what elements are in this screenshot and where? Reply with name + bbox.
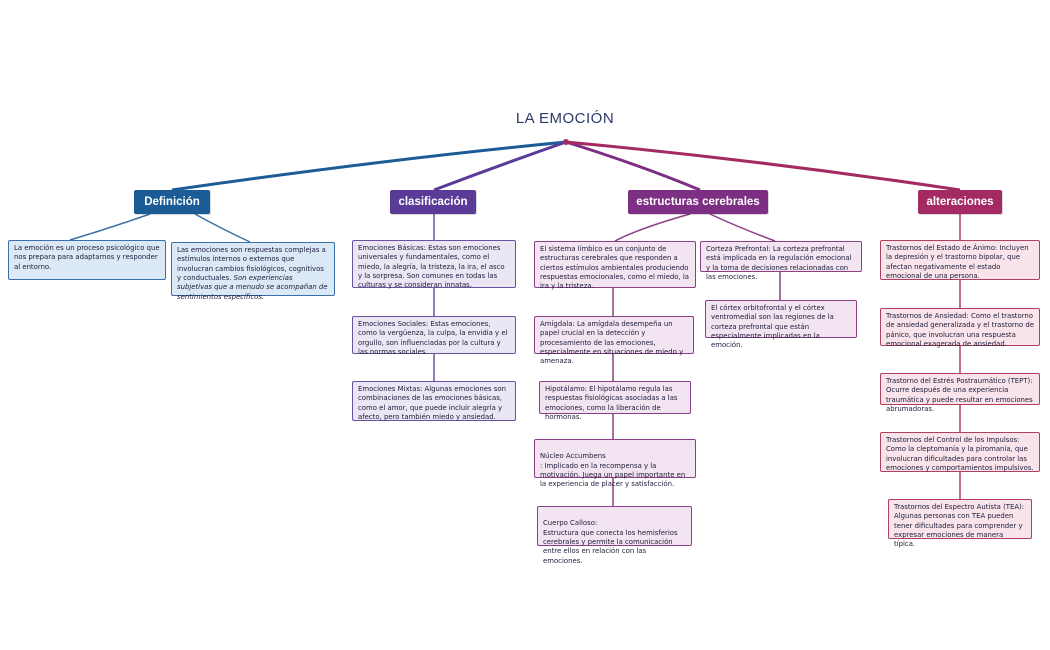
estructuras-box-hipotalamo[interactable]: Hipotálamo: El hipotálamo regula las res…: [539, 381, 691, 421]
header-estructuras-cerebrales[interactable]: estructuras cerebrales: [628, 190, 768, 214]
map-title: LA EMOCIÓN: [515, 110, 615, 127]
alteraciones-text-4: Trastornos del Control de los Impulsos: …: [886, 436, 1034, 472]
definicion-text-1: La emoción es un proceso psicológico que…: [14, 244, 160, 271]
clasificacion-box-2[interactable]: Emociones Sociales: Estas emociones, com…: [352, 316, 516, 356]
alteraciones-box-tept[interactable]: Trastorno del Estrés Postraumático (TEPT…: [880, 373, 1040, 413]
clasificacion-box-3[interactable]: Emociones Mixtas: Algunas emociones son …: [352, 381, 516, 421]
header-clasificacion[interactable]: clasificación: [390, 190, 476, 214]
alteraciones-text-1: Trastornos del Estado de Ánimo: Incluyen…: [886, 244, 1029, 280]
alteraciones-box-control-impulsos[interactable]: Trastornos del Control de los Impulsos: …: [880, 432, 1040, 472]
alteraciones-box-ansiedad[interactable]: Trastornos de Ansiedad: Como el trastorn…: [880, 308, 1040, 348]
definicion-text-2-italic: Son experiencias subjetivas que a menudo…: [177, 273, 328, 301]
alteraciones-text-2: Trastornos de Ansiedad: Como el trastorn…: [886, 312, 1035, 348]
estructuras-box-corteza-prefrontal[interactable]: Corteza Prefrontal: La corteza prefronta…: [700, 241, 862, 281]
estructuras-text-1: El sistema límbico es un conjunto de est…: [540, 245, 690, 291]
definicion-box-2[interactable]: Las emociones son respuestas complejas a…: [171, 242, 335, 301]
clasificacion-box-1[interactable]: Emociones Básicas: Estas son emociones u…: [352, 240, 516, 290]
clasificacion-text-1: Emociones Básicas: Estas son emociones u…: [358, 244, 505, 290]
definicion-box-1[interactable]: La emoción es un proceso psicológico que…: [8, 240, 166, 280]
alteraciones-box-estado-animo[interactable]: Trastornos del Estado de Ánimo: Incluyen…: [880, 240, 1040, 280]
estructuras-text-7: El córtex orbitofrontal y el córtex vent…: [711, 304, 834, 350]
alteraciones-text-5: Trastornos del Espectro Autista (TEA): A…: [894, 503, 1025, 549]
clasificacion-text-3: Emociones Mixtas: Algunas emociones son …: [358, 385, 506, 421]
estructuras-text-6: Corteza Prefrontal: La corteza prefronta…: [706, 245, 852, 281]
estructuras-text-5: Cuerpo Calloso: Estructura que conecta l…: [543, 519, 678, 565]
estructuras-box-nucleo-accumbens[interactable]: Núcleo Accumbens : Implicado en la recom…: [534, 439, 696, 488]
alteraciones-text-3: Trastorno del Estrés Postraumático (TEPT…: [886, 377, 1033, 413]
estructuras-text-3: Hipotálamo: El hipotálamo regula las res…: [545, 385, 678, 421]
definicion-text-2: Las emociones son respuestas complejas a…: [177, 246, 326, 282]
estructuras-box-cuerpo-calloso[interactable]: Cuerpo Calloso: Estructura que conecta l…: [537, 506, 692, 565]
header-alteraciones[interactable]: alteraciones: [918, 190, 1002, 214]
estructuras-box-amigdala[interactable]: Amígdala: La amígdala desempeña un papel…: [534, 316, 694, 365]
clasificacion-text-2: Emociones Sociales: Estas emociones, com…: [358, 320, 508, 356]
alteraciones-box-tea[interactable]: Trastornos del Espectro Autista (TEA): A…: [888, 499, 1032, 548]
estructuras-box-cortex-orbitofrontal[interactable]: El córtex orbitofrontal y el córtex vent…: [705, 300, 857, 349]
estructuras-box-sistema-limbico[interactable]: El sistema límbico es un conjunto de est…: [534, 241, 696, 291]
estructuras-text-2: Amígdala: La amígdala desempeña un papel…: [540, 320, 684, 366]
estructuras-text-4: Núcleo Accumbens : Implicado en la recom…: [540, 452, 686, 489]
header-definicion[interactable]: Definición: [134, 190, 210, 214]
